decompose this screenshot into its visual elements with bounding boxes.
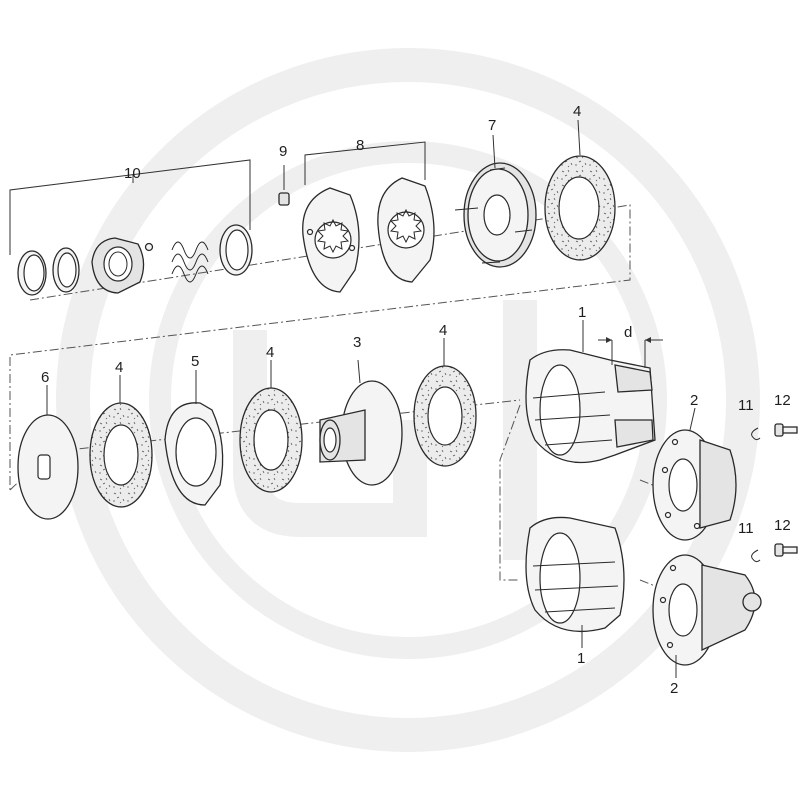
callout-12-bottom: 12 xyxy=(774,517,791,534)
part-10-ball xyxy=(144,242,154,252)
part-11-clip-top xyxy=(751,427,761,441)
part-3-splined-hub xyxy=(319,359,403,486)
callout-7: 7 xyxy=(488,117,496,134)
part-10-retaining-ring-b xyxy=(52,247,80,293)
callout-4-b: 4 xyxy=(266,344,274,361)
part-1-clutch-housing-top xyxy=(525,349,656,464)
callout-11-bottom: 11 xyxy=(738,520,754,537)
callout-12-top: 12 xyxy=(774,392,791,409)
callout-11-top: 11 xyxy=(738,397,754,414)
part-6-flange-plate xyxy=(17,414,79,520)
part-2-flange-yoke-top xyxy=(652,429,737,541)
callout-2-bottom: 2 xyxy=(670,680,678,697)
callout-10: 10 xyxy=(124,165,141,182)
part-9-bushing xyxy=(278,165,290,206)
part-5-steel-disc xyxy=(164,402,224,506)
part-4-friction-disc-top xyxy=(544,155,616,261)
part-8-plate-a xyxy=(302,187,360,293)
callout-6: 6 xyxy=(41,369,49,386)
bracket-8 xyxy=(304,141,426,185)
part-12-bolt-bottom xyxy=(774,543,798,557)
part-10-washer xyxy=(219,224,253,276)
callout-1-bottom: 1 xyxy=(577,650,585,667)
callout-4-top: 4 xyxy=(573,103,581,120)
callout-labels: 10 9 8 7 4 6 4 5 4 3 4 1 d 2 11 12 11 12… xyxy=(41,103,791,697)
dimension-d xyxy=(598,337,663,368)
callout-d: d xyxy=(624,324,632,341)
leader-lines xyxy=(46,119,696,678)
callout-4-c: 4 xyxy=(439,322,447,339)
bracket-10 xyxy=(9,159,251,255)
part-1-clutch-housing-bottom xyxy=(525,516,625,633)
part-10-compression-spring xyxy=(171,241,209,283)
part-4-friction-disc-a xyxy=(89,402,153,508)
callout-3: 3 xyxy=(353,334,361,351)
callout-4-a: 4 xyxy=(115,359,123,376)
part-4-friction-disc-c xyxy=(413,365,477,467)
part-11-clip-bottom xyxy=(751,549,761,563)
callout-5: 5 xyxy=(191,353,199,370)
callout-2-top: 2 xyxy=(690,392,698,409)
callout-1-top: 1 xyxy=(578,304,586,321)
part-7-pressure-plate xyxy=(454,162,537,268)
part-4-friction-disc-b xyxy=(239,387,303,493)
part-8-plate-b xyxy=(377,177,435,283)
watermark-logo xyxy=(56,48,760,752)
part-2-flange-yoke-bottom xyxy=(652,554,762,666)
callout-8: 8 xyxy=(356,137,364,154)
part-12-bolt-top xyxy=(774,423,798,437)
callout-9: 9 xyxy=(279,143,287,160)
part-10-bearing-housing xyxy=(91,237,145,294)
part-10-retaining-ring-a xyxy=(17,250,47,296)
